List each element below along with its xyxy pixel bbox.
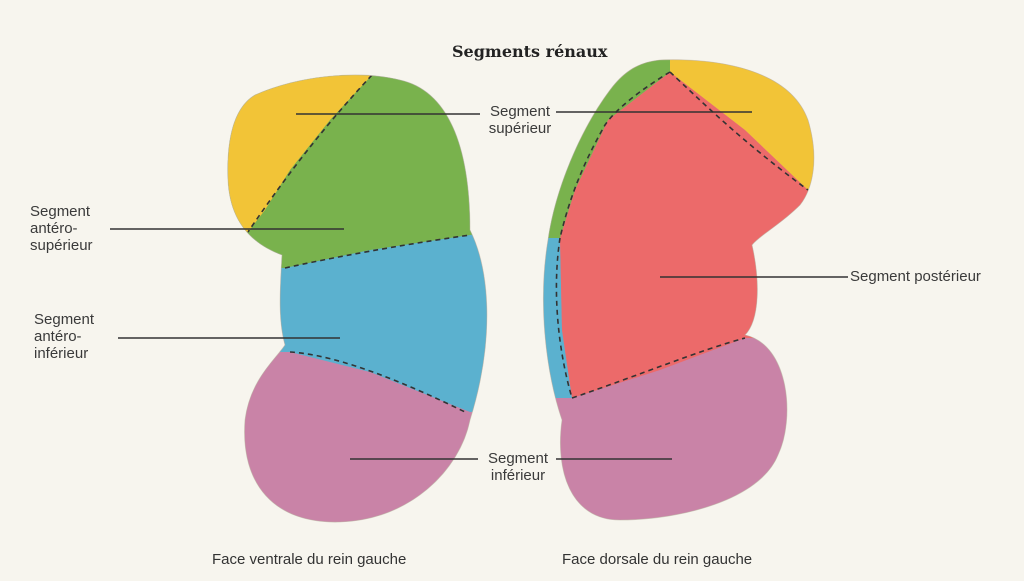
label-segment-superieur: Segment supérieur — [480, 103, 560, 137]
label-antero-inferieur: Segment antéro- inférieur — [34, 311, 94, 362]
label-segment-posterieur: Segment postérieur — [850, 268, 981, 285]
caption-ventral: Face ventrale du rein gauche — [212, 551, 406, 568]
right-kidney — [520, 40, 840, 540]
left-kidney — [200, 60, 520, 540]
caption-dorsal: Face dorsale du rein gauche — [562, 551, 752, 568]
label-antero-superieur: Segment antéro- supérieur — [30, 203, 93, 254]
label-segment-inferieur: Segment inférieur — [478, 450, 558, 484]
diagram-title: Segments rénaux — [452, 42, 607, 61]
